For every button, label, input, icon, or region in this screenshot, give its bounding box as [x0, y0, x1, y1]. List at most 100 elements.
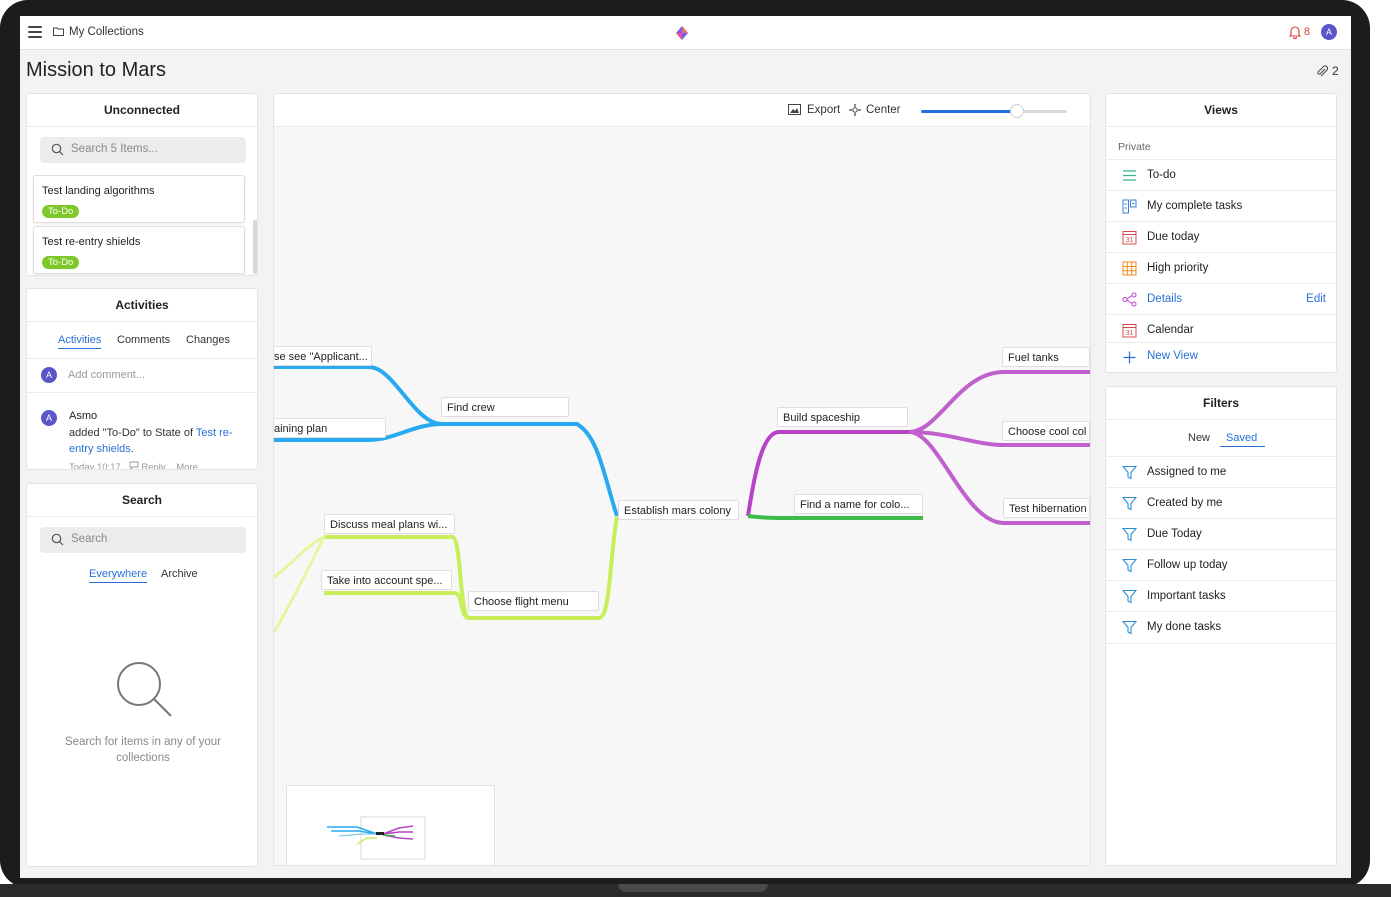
branch-flight-menu [469, 515, 619, 620]
view-item-complete[interactable]: My complete tasks [1106, 190, 1336, 222]
breadcrumb[interactable]: My Collections [69, 26, 144, 38]
zoom-slider-fill [921, 110, 1018, 113]
filter-icon [1122, 465, 1137, 480]
filter-item[interactable]: My done tasks [1106, 611, 1336, 644]
view-item-calendar[interactable]: 31 Calendar [1106, 314, 1336, 346]
views-panel: Views Private To-do My complete tasks 31… [1105, 93, 1337, 373]
svg-text:31: 31 [1126, 237, 1134, 244]
status-badge: To-Do [42, 205, 80, 218]
notification-count[interactable]: 8 [1304, 26, 1311, 38]
node-colony-name[interactable]: Find a name for colo... [794, 494, 923, 514]
filter-label: Due Today [1147, 528, 1202, 540]
search-panel: Search Search Everywhere Archive Search … [26, 483, 258, 867]
mindmap-canvas: Export Center [273, 93, 1091, 866]
view-label: My complete tasks [1147, 200, 1243, 212]
filter-item[interactable]: Follow up today [1106, 549, 1336, 581]
node-fuel-tanks[interactable]: Fuel tanks [1002, 347, 1090, 367]
tab-comments[interactable]: Comments [117, 334, 171, 346]
branch-spaceship [746, 430, 909, 517]
filter-icon [1122, 558, 1137, 573]
view-item-todo[interactable]: To-do [1106, 159, 1336, 191]
new-view-button[interactable]: New View [1106, 342, 1336, 372]
node-cool-col[interactable]: Choose cool col [1002, 421, 1090, 441]
app-logo-icon [676, 26, 688, 40]
calendar-icon: 31 [1122, 231, 1137, 245]
scrollbar[interactable] [253, 220, 257, 274]
filters-panel: Filters New Saved Assigned to me Created… [1105, 386, 1337, 866]
new-view-label: New View [1147, 350, 1198, 362]
table-icon [1122, 261, 1137, 276]
search-illustration-icon [117, 662, 172, 717]
node-applicant[interactable]: se see "Applicant... [274, 346, 372, 366]
filter-item[interactable]: Important tasks [1106, 580, 1336, 612]
activity-time: Today 10:17 [69, 462, 121, 470]
view-item-details[interactable]: Details Edit [1106, 283, 1336, 315]
search-title: Search [27, 484, 257, 517]
center-button[interactable]: Center [866, 104, 901, 116]
view-item-due-today[interactable]: 31 Due today [1106, 221, 1336, 253]
mindmap-branches [274, 365, 1090, 633]
filter-item[interactable]: Due Today [1106, 518, 1336, 550]
view-label: To-do [1147, 169, 1176, 181]
device-notch [618, 884, 768, 892]
comment-input[interactable]: A Add comment... [27, 358, 257, 393]
canvas-area[interactable]: Establish mars colony Find crew se see "… [274, 127, 1090, 865]
list-item[interactable]: Test re-entry shields To-Do [33, 226, 245, 274]
view-item-high-priority[interactable]: High priority [1106, 252, 1336, 284]
tab-changes[interactable]: Changes [186, 334, 231, 346]
center-icon [849, 104, 861, 116]
tab-saved[interactable]: Saved [1220, 432, 1266, 447]
views-title: Views [1106, 94, 1336, 127]
zoom-slider[interactable] [921, 104, 1067, 118]
image-icon [788, 104, 801, 115]
filter-item[interactable]: Created by me [1106, 487, 1336, 519]
unconnected-title: Unconnected [27, 94, 257, 127]
node-meal-plans[interactable]: Discuss meal plans wi... [324, 514, 455, 534]
filter-icon [1122, 620, 1137, 635]
filter-label: Assigned to me [1147, 466, 1227, 478]
bell-icon[interactable] [1289, 25, 1301, 39]
comment-placeholder: Add comment... [68, 369, 146, 381]
branch-find-crew [442, 422, 619, 517]
tab-new[interactable]: New [1188, 432, 1211, 444]
branch-applicant [274, 365, 443, 426]
branch-fuel-tanks [908, 370, 1090, 434]
filter-label: Follow up today [1147, 559, 1228, 571]
tab-everywhere[interactable]: Everywhere [89, 568, 148, 583]
view-label: Details [1147, 293, 1183, 305]
reply-link[interactable]: Reply [141, 462, 166, 470]
tab-archive[interactable]: Archive [161, 568, 198, 580]
filter-icon [1122, 527, 1137, 542]
node-find-crew[interactable]: Find crew [441, 397, 569, 417]
list-item[interactable]: Test landing algorithms To-Do [33, 175, 245, 223]
more-link[interactable]: More [176, 462, 198, 470]
node-flight-menu[interactable]: Choose flight menu [468, 591, 599, 611]
search-input[interactable]: Search [40, 527, 246, 553]
folder-icon [53, 27, 64, 36]
minimap-viewport [360, 816, 426, 860]
node-root[interactable]: Establish mars colony [618, 500, 739, 520]
list-icon [1123, 170, 1136, 181]
export-button[interactable]: Export [807, 104, 841, 116]
filter-item[interactable]: Assigned to me [1106, 456, 1336, 488]
tab-activities[interactable]: Activities [58, 334, 102, 349]
zoom-slider-knob[interactable] [1010, 104, 1025, 118]
menu-icon[interactable] [28, 26, 42, 38]
edit-view-button[interactable]: Edit [1306, 293, 1326, 305]
plus-icon [1123, 351, 1136, 364]
node-training[interactable]: aining plan [274, 418, 386, 438]
branch-training [274, 422, 443, 442]
attachment-icon[interactable] [1316, 65, 1328, 78]
filter-label: Created by me [1147, 497, 1223, 509]
views-section-label: Private [1118, 141, 1151, 153]
top-bar: My Collections 8 A [20, 16, 1351, 50]
filter-icon [1122, 589, 1137, 604]
activity-item-link[interactable]: Test re-entry shields [69, 427, 233, 455]
activities-panel: Activities Activities Comments Changes A… [26, 288, 258, 470]
node-hibernation[interactable]: Test hibernation [1003, 498, 1090, 518]
node-account[interactable]: Take into account spe... [321, 570, 452, 590]
unconnected-search-input[interactable]: Search 5 Items... [40, 137, 246, 163]
node-spaceship[interactable]: Build spaceship [777, 407, 908, 427]
user-avatar[interactable]: A [1321, 24, 1337, 40]
minimap[interactable] [286, 785, 495, 865]
